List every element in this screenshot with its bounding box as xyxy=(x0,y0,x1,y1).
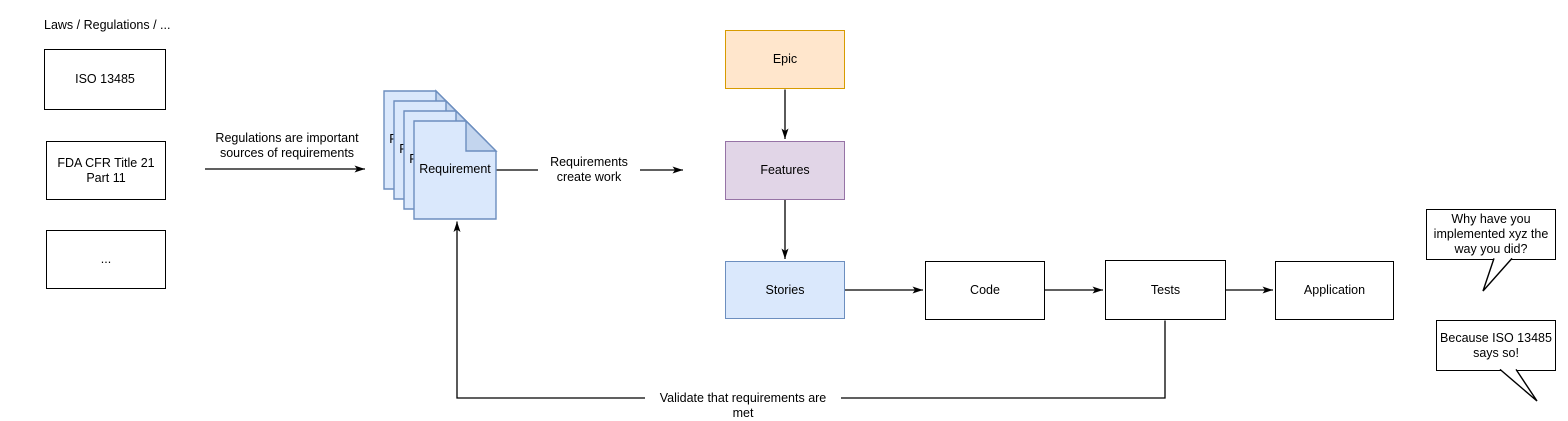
node-code: Code xyxy=(925,261,1045,320)
node-fda-cfr-title-21: FDA CFR Title 21 Part 11 xyxy=(46,141,166,200)
edge-label-create-work: Requirements create work xyxy=(538,155,640,186)
speech-bubble-answer: Because ISO 13485 says so! xyxy=(1436,320,1556,371)
node-more-regulations: ... xyxy=(46,230,166,289)
laws-regulations-heading: Laws / Regulations / ... xyxy=(44,18,171,32)
node-iso-13485: ISO 13485 xyxy=(44,49,166,110)
node-features: Features xyxy=(725,141,845,200)
edge-label-validate: Validate that requirements are met xyxy=(645,391,841,421)
requirement-doc-1 xyxy=(413,119,498,220)
node-epic: Epic xyxy=(725,30,845,89)
node-tests: Tests xyxy=(1105,260,1226,320)
requirement-doc-1-label: Requirement xyxy=(419,162,491,176)
speech-bubble-question: Why have you implemented xyz the way you… xyxy=(1426,209,1556,260)
node-application: Application xyxy=(1275,261,1394,320)
edge-label-regulations: Regulations are important sources of req… xyxy=(215,131,359,161)
node-stories: Stories xyxy=(725,261,845,319)
